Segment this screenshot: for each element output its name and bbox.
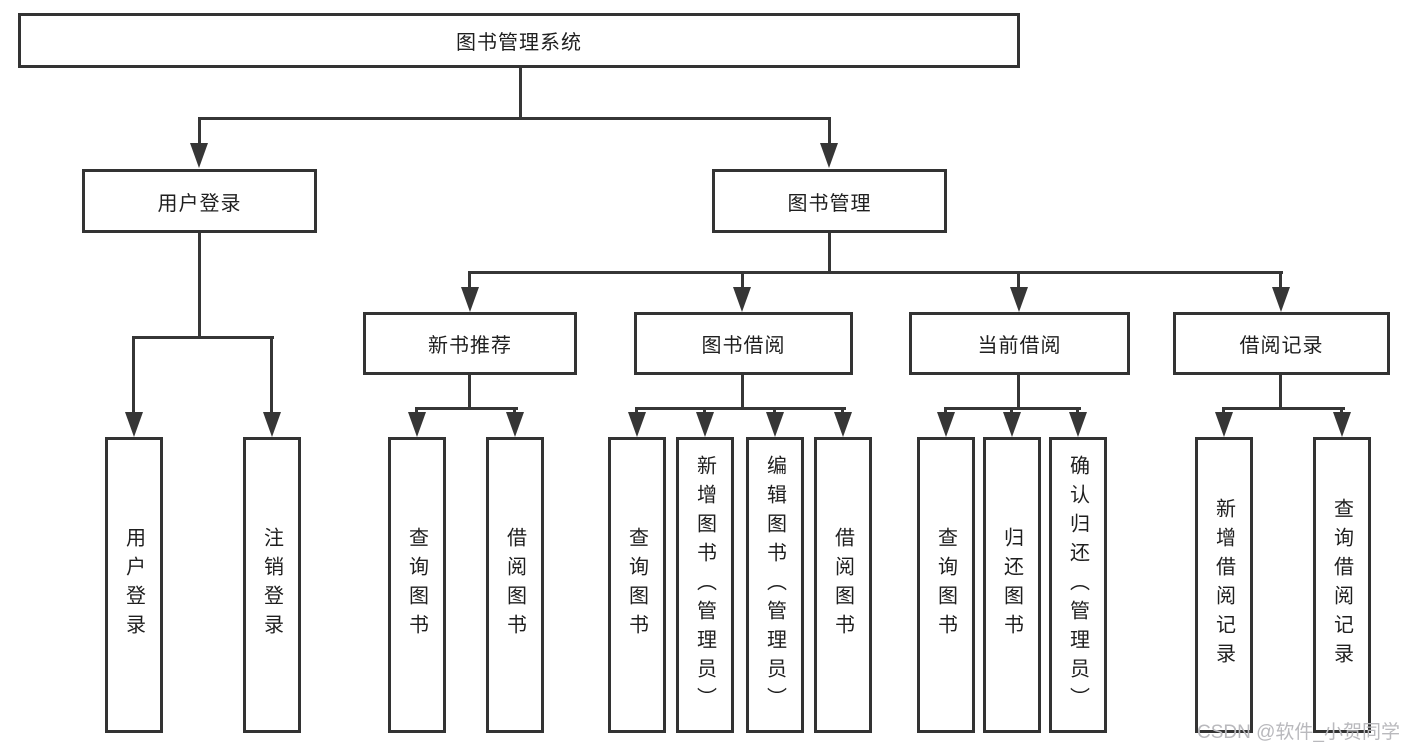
arrow-down-icon bbox=[461, 287, 479, 312]
leaf-confirm-return-admin-label: 确认归还（管理员） bbox=[1066, 454, 1089, 716]
connector-line bbox=[270, 336, 273, 416]
leaf-edit-book-admin-label: 编辑图书（管理员） bbox=[763, 454, 786, 716]
leaf-add-borrow-record-label: 新增借阅记录 bbox=[1212, 498, 1235, 672]
arrow-down-icon bbox=[1069, 412, 1087, 437]
leaf-borrow-book-1: 借阅图书 bbox=[486, 437, 544, 733]
connector-line bbox=[1017, 374, 1020, 410]
arrow-down-icon bbox=[1215, 412, 1233, 437]
connector-line bbox=[415, 407, 518, 410]
connector-line bbox=[635, 407, 846, 410]
arrow-down-icon bbox=[1003, 412, 1021, 437]
node-current-borrow: 当前借阅 bbox=[909, 312, 1130, 375]
leaf-user-login-label: 用户登录 bbox=[122, 527, 145, 643]
node-current-borrow-label: 当前借阅 bbox=[977, 335, 1062, 357]
leaf-query-book-2: 查询图书 bbox=[608, 437, 666, 733]
arrow-down-icon bbox=[190, 143, 208, 168]
leaf-logout: 注销登录 bbox=[243, 437, 301, 733]
node-book-management: 图书管理 bbox=[712, 169, 947, 233]
arrow-down-icon bbox=[628, 412, 646, 437]
connector-line bbox=[741, 271, 744, 291]
node-book-management-label: 图书管理 bbox=[787, 192, 872, 215]
connector-line bbox=[132, 336, 135, 416]
connector-line bbox=[741, 374, 744, 410]
node-root-label: 图书管理系统 bbox=[456, 32, 582, 54]
leaf-add-book-admin-label: 新增图书（管理员） bbox=[693, 454, 716, 716]
leaf-borrow-book-1-label: 借阅图书 bbox=[503, 527, 526, 643]
leaf-query-book-2-label: 查询图书 bbox=[625, 527, 648, 643]
arrow-down-icon bbox=[937, 412, 955, 437]
leaf-query-book-3-label: 查询图书 bbox=[934, 527, 957, 643]
connector-line bbox=[468, 271, 1283, 274]
node-book-borrow: 图书借阅 bbox=[634, 312, 853, 375]
arrow-down-icon bbox=[506, 412, 524, 437]
leaf-add-book-admin: 新增图书（管理员） bbox=[676, 437, 734, 733]
leaf-confirm-return-admin: 确认归还（管理员） bbox=[1049, 437, 1107, 733]
connector-line bbox=[132, 336, 274, 339]
connector-line bbox=[1222, 407, 1345, 410]
leaf-borrow-book-2-label: 借阅图书 bbox=[831, 527, 854, 643]
node-root: 图书管理系统 bbox=[18, 13, 1020, 68]
arrow-down-icon bbox=[1272, 287, 1290, 312]
leaf-query-book-1: 查询图书 bbox=[388, 437, 446, 733]
node-borrow-record: 借阅记录 bbox=[1173, 312, 1390, 375]
connector-line bbox=[828, 117, 831, 147]
connector-line bbox=[468, 374, 471, 410]
connector-line bbox=[1279, 271, 1282, 291]
leaf-return-book-label: 归还图书 bbox=[1000, 527, 1023, 643]
node-user-login: 用户登录 bbox=[82, 169, 317, 233]
arrow-down-icon bbox=[733, 287, 751, 312]
arrow-down-icon bbox=[1010, 287, 1028, 312]
arrow-down-icon bbox=[696, 412, 714, 437]
leaf-user-login: 用户登录 bbox=[105, 437, 163, 733]
node-new-book-recommend-label: 新书推荐 bbox=[428, 335, 512, 357]
arrow-down-icon bbox=[834, 412, 852, 437]
arrow-down-icon bbox=[263, 412, 281, 437]
connector-line bbox=[198, 117, 201, 147]
arrow-down-icon bbox=[125, 412, 143, 437]
connector-line bbox=[828, 232, 831, 274]
connector-line bbox=[519, 66, 522, 120]
csdn-watermark: CSDN @软件_小贺同学 bbox=[1197, 722, 1400, 743]
leaf-query-borrow-record-label: 查询借阅记录 bbox=[1330, 498, 1353, 672]
arrow-down-icon bbox=[820, 143, 838, 168]
node-borrow-record-label: 借阅记录 bbox=[1239, 335, 1324, 357]
leaf-query-book-1-label: 查询图书 bbox=[405, 527, 428, 643]
arrow-down-icon bbox=[408, 412, 426, 437]
connector-line bbox=[198, 117, 831, 120]
leaf-query-book-3: 查询图书 bbox=[917, 437, 975, 733]
node-new-book-recommend: 新书推荐 bbox=[363, 312, 577, 375]
leaf-borrow-book-2: 借阅图书 bbox=[814, 437, 872, 733]
leaf-logout-label: 注销登录 bbox=[260, 527, 283, 643]
connector-line bbox=[1017, 271, 1020, 291]
node-book-borrow-label: 图书借阅 bbox=[701, 335, 786, 357]
leaf-return-book: 归还图书 bbox=[983, 437, 1041, 733]
node-user-login-label: 用户登录 bbox=[157, 192, 242, 215]
leaf-query-borrow-record: 查询借阅记录 bbox=[1313, 437, 1371, 733]
connector-line bbox=[1279, 374, 1282, 410]
arrow-down-icon bbox=[766, 412, 784, 437]
leaf-add-borrow-record: 新增借阅记录 bbox=[1195, 437, 1253, 733]
connector-line bbox=[198, 232, 201, 339]
leaf-edit-book-admin: 编辑图书（管理员） bbox=[746, 437, 804, 733]
connector-line bbox=[468, 271, 471, 291]
arrow-down-icon bbox=[1333, 412, 1351, 437]
